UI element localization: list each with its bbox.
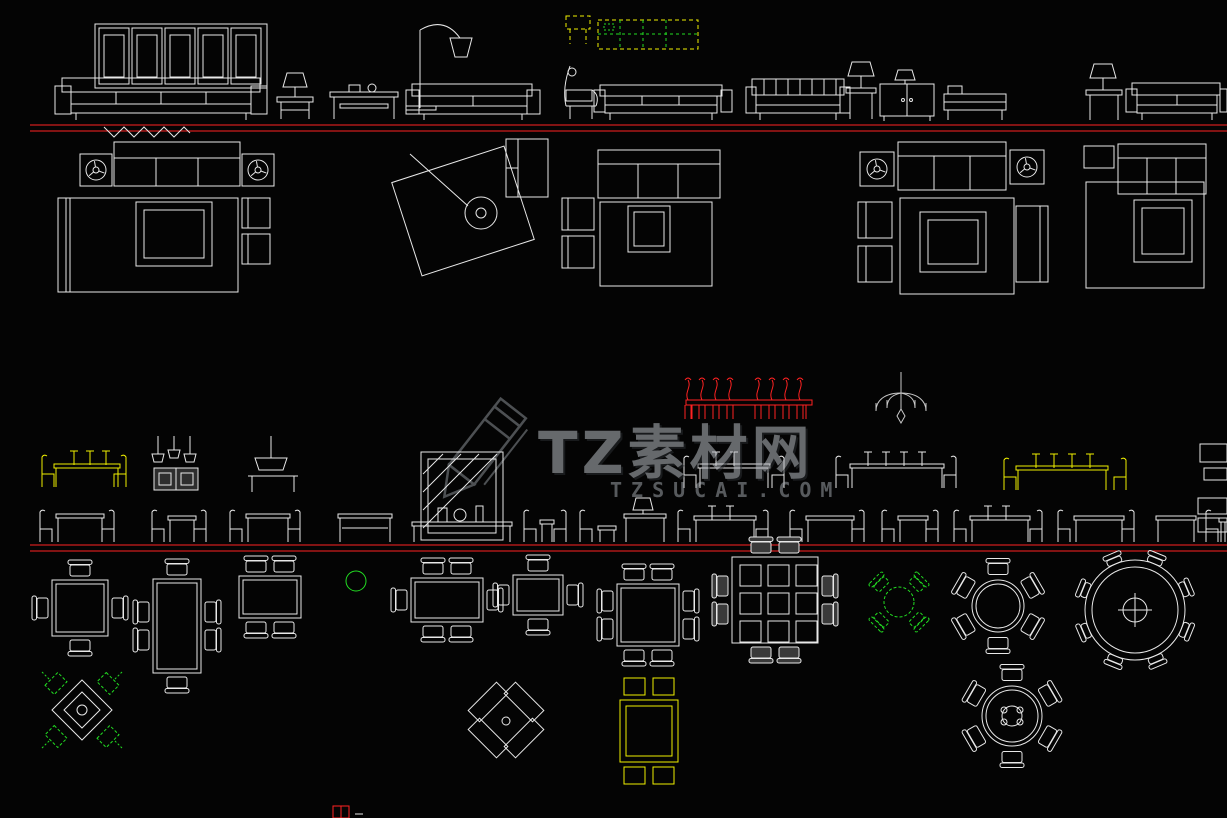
- partial-block-red-bottom[interactable]: [332, 805, 363, 818]
- dining-set-elevation-2[interactable]: [835, 451, 957, 488]
- daybed-elevation[interactable]: [943, 85, 1007, 120]
- living-set-plan-3[interactable]: [561, 149, 721, 287]
- table-chairs-elevation-6[interactable]: [881, 509, 939, 542]
- living-set-plan-4[interactable]: [857, 141, 1049, 295]
- arc-floor-lamp[interactable]: [405, 24, 473, 111]
- dining-table-plan-square-4[interactable]: [31, 559, 129, 657]
- datum-lines-middle[interactable]: [30, 544, 1227, 552]
- living-set-plan-2[interactable]: [391, 138, 549, 277]
- table-elevation-1[interactable]: [337, 513, 393, 542]
- table-chairs-elevation-9[interactable]: [1155, 509, 1227, 542]
- sofa-elevation-4[interactable]: [745, 78, 851, 120]
- dining-set-elevation-yellow-2[interactable]: [1003, 453, 1127, 490]
- pendant-lamps-elevation[interactable]: [151, 436, 199, 491]
- table-chairs-elevation-2[interactable]: [151, 509, 207, 542]
- dining-table-plan-rect-6[interactable]: [390, 557, 504, 643]
- sofa-elevation-2[interactable]: [405, 83, 541, 120]
- dining-table-plan-round-6[interactable]: [951, 558, 1045, 654]
- dining-table-plan-grid[interactable]: [711, 536, 839, 664]
- media-console-dashed[interactable]: [565, 15, 699, 50]
- side-table-lamp-2[interactable]: [1085, 63, 1123, 120]
- table-lamp-stand-elevation[interactable]: [623, 497, 667, 542]
- dining-table-plan-rect-6-vertical[interactable]: [132, 558, 222, 694]
- tables-plan-x-arrangement[interactable]: [467, 681, 545, 759]
- pendant-lamp-elevation-2[interactable]: [248, 436, 298, 492]
- dining-set-elevation-yellow-1[interactable]: [41, 450, 127, 487]
- datum-lines-top[interactable]: [30, 124, 1227, 132]
- table-chairs-elevation-4[interactable]: [677, 505, 769, 542]
- dining-table-plan-rect-4[interactable]: [238, 555, 302, 639]
- wardrobe-elevation[interactable]: [94, 23, 268, 89]
- coffee-table-elevation[interactable]: [329, 83, 399, 119]
- dining-set-elevation-1[interactable]: [683, 451, 785, 488]
- circle-marker-green[interactable]: [345, 570, 367, 592]
- living-set-plan-1[interactable]: [57, 141, 275, 293]
- cabinet-elevation[interactable]: [879, 69, 935, 121]
- banquet-table-plan[interactable]: [1074, 549, 1196, 671]
- chandelier-elevation[interactable]: [875, 372, 927, 425]
- sofa-elevation-3[interactable]: [593, 84, 733, 120]
- break-line-zigzag[interactable]: [103, 126, 191, 138]
- dining-table-plan-square-8[interactable]: [596, 563, 700, 667]
- table-chairs-elevation-7[interactable]: [953, 505, 1043, 542]
- table-chairs-elevation-8[interactable]: [1057, 509, 1135, 542]
- table-chairs-elevation-3[interactable]: [229, 509, 301, 542]
- chair-stool-elevation[interactable]: [579, 509, 617, 542]
- table-lamp-elevation-1[interactable]: [845, 61, 877, 119]
- vanity-mirror-elevation[interactable]: [411, 451, 513, 542]
- partial-blocks-right-edge[interactable]: [1197, 443, 1227, 533]
- watermark-pencil-icon: [442, 396, 529, 499]
- living-set-plan-5[interactable]: [1083, 143, 1207, 289]
- dining-table-plan-rect-4b[interactable]: [492, 554, 584, 636]
- sofa-elevation-1[interactable]: [54, 77, 268, 120]
- dining-set-plan-yellow[interactable]: [619, 677, 679, 785]
- chairs-pair-elevation[interactable]: [523, 509, 567, 542]
- dining-set-plan-round-decorated[interactable]: [961, 664, 1063, 768]
- table-chairs-elevation-1[interactable]: [39, 509, 115, 542]
- armchair-elevation[interactable]: [564, 65, 598, 119]
- dining-set-plan-diamond[interactable]: [41, 671, 123, 749]
- table-chairs-elevation-5[interactable]: [789, 509, 865, 542]
- dining-set-plan-green-dashed[interactable]: [868, 571, 930, 633]
- sofa-elevation-5[interactable]: [1125, 82, 1227, 120]
- side-table-lamp-1[interactable]: [276, 72, 314, 119]
- dining-set-elevation-red[interactable]: [684, 377, 813, 419]
